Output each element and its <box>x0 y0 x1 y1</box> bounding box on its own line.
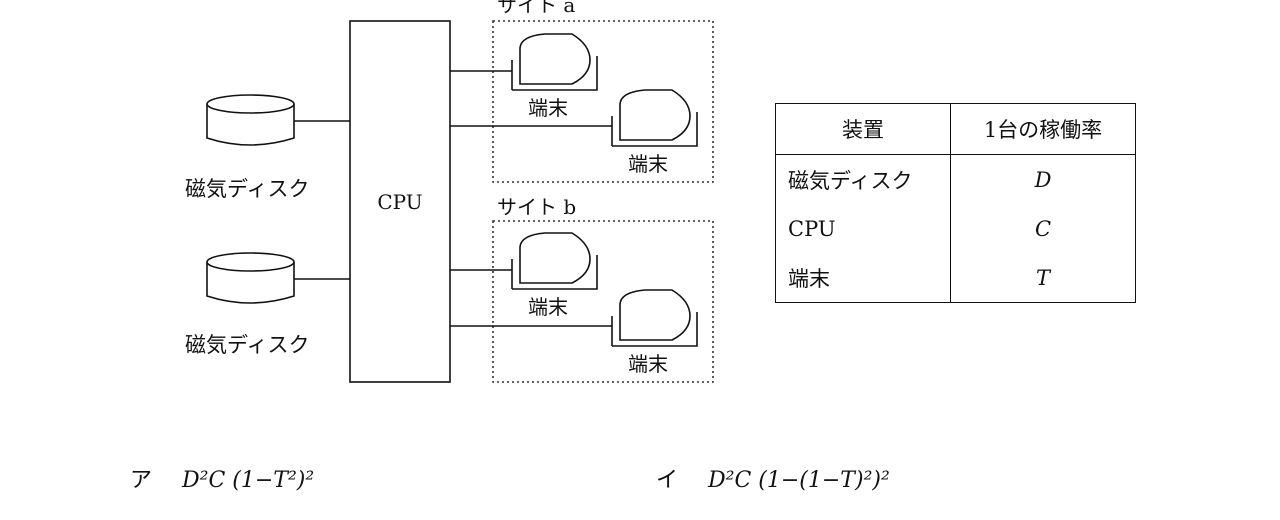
site-b-terminal-2-label: 端末 <box>628 352 668 376</box>
disk-2 <box>206 252 295 304</box>
availability-table-wrap: 装置 1台の稼働率 磁気ディスク D CPU C 端末 T <box>775 103 1136 303</box>
choice-i[interactable]: イ D²C (1−(1−T)²)² <box>656 462 890 494</box>
table-row: 磁気ディスク D <box>775 154 1136 204</box>
site-a-terminal-2 <box>611 89 698 147</box>
header-device: 装置 <box>775 103 951 155</box>
system-diagram: 磁気ディスク 磁気ディスク CPU サイト a サイト b 端末 端末 端末 <box>185 0 714 383</box>
availability-table: 装置 1台の稼働率 磁気ディスク D CPU C 端末 T <box>775 103 1136 303</box>
site-b-terminal-1 <box>511 232 598 290</box>
row-device: 端末 <box>775 253 951 303</box>
choice-i-letter: イ <box>656 468 679 493</box>
site-b-terminal-2 <box>611 289 698 347</box>
table-row: 端末 T <box>775 253 1136 303</box>
disk-2-label: 磁気ディスク <box>185 333 310 357</box>
row-rate: T <box>950 253 1136 303</box>
cpu-label: CPU <box>377 190 422 214</box>
choice-i-formula: D²C (1−(1−T)²)² <box>708 468 890 493</box>
site-a-label: サイト a <box>497 0 575 17</box>
table-header-row: 装置 1台の稼働率 <box>775 103 1136 155</box>
disk-1 <box>206 94 295 146</box>
site-a-terminal-2-label: 端末 <box>628 152 668 176</box>
row-device: CPU <box>775 204 951 253</box>
choice-a[interactable]: ア D²C (1−T²)² <box>130 462 314 494</box>
row-rate: D <box>950 154 1136 204</box>
cpu-box <box>349 20 451 383</box>
site-b-box <box>492 220 714 383</box>
site-a-box <box>492 20 714 183</box>
site-b-label: サイト b <box>497 195 576 219</box>
header-rate: 1台の稼働率 <box>950 103 1136 155</box>
row-device: 磁気ディスク <box>775 154 951 204</box>
choice-a-formula: D²C (1−T²)² <box>182 468 315 493</box>
row-rate: C <box>950 204 1136 253</box>
site-a-terminal-1 <box>511 33 598 91</box>
choice-a-letter: ア <box>130 468 153 493</box>
disk-1-label: 磁気ディスク <box>185 177 310 201</box>
site-a-terminal-1-label: 端末 <box>528 96 568 120</box>
table-row: CPU C <box>775 204 1136 253</box>
site-b-terminal-1-label: 端末 <box>528 295 568 319</box>
